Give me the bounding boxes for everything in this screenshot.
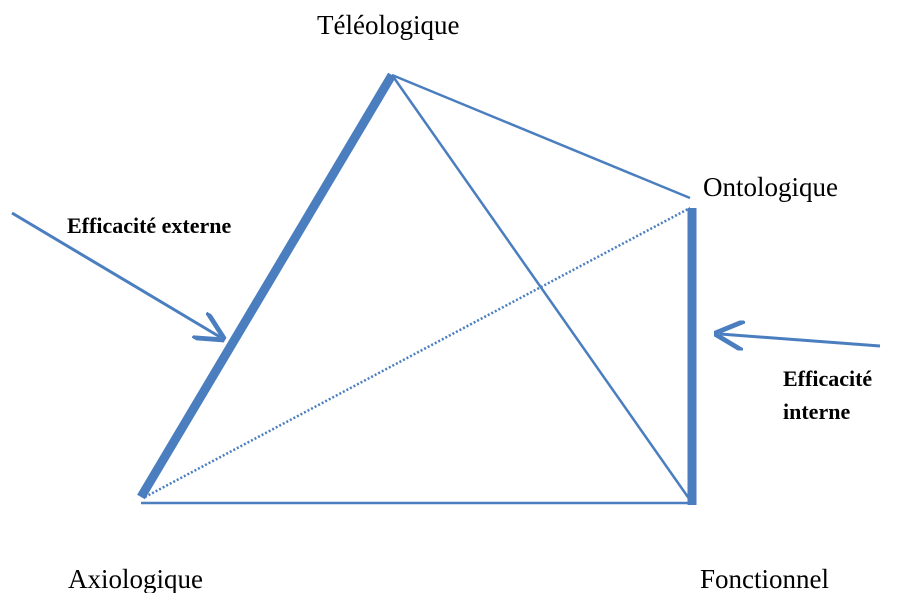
label-fonctionnel: Fonctionnel bbox=[700, 564, 829, 593]
edge-teleologique-ontologique bbox=[391, 73, 691, 200]
label-axiologique: Axiologique bbox=[68, 564, 203, 593]
arrow-efficacite-externe bbox=[11, 211, 220, 337]
label-efficacite-interne-line1: Efficacité bbox=[783, 366, 873, 391]
label-ontologique: Ontologique bbox=[703, 172, 838, 202]
label-teleologique: Téléologique bbox=[317, 10, 460, 40]
label-efficacite-interne: Efficacité interne bbox=[783, 362, 906, 428]
arrow-efficacite-interne bbox=[720, 334, 881, 346]
edge-axiologique-teleologique bbox=[137, 72, 396, 500]
edge-axiologique-ontologique-dotted bbox=[144, 206, 691, 499]
label-efficacite-interne-line2: interne bbox=[783, 399, 851, 424]
label-efficacite-externe: Efficacité externe bbox=[67, 213, 232, 238]
